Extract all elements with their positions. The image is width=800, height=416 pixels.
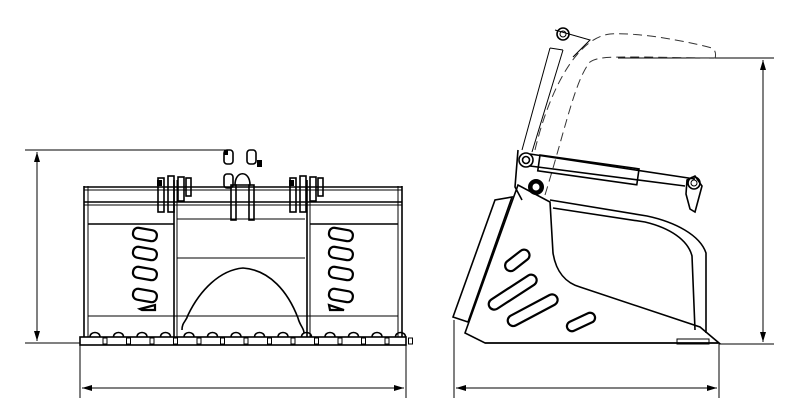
bucket-tooth bbox=[253, 331, 266, 338]
bucket-tooth bbox=[371, 331, 383, 338]
bucket-tooth bbox=[159, 331, 172, 338]
tooth-bolt bbox=[173, 337, 178, 345]
tooth-bolt bbox=[267, 337, 272, 345]
grapple-hinge-right bbox=[289, 175, 324, 213]
tooth-bolt bbox=[337, 337, 343, 345]
side-height-dimension bbox=[618, 57, 774, 345]
grapple-open-position bbox=[521, 27, 717, 196]
tooth-bolt bbox=[220, 337, 225, 345]
bucket-side-slots bbox=[487, 248, 597, 333]
tooth-bolt bbox=[102, 337, 108, 345]
front-height-dimension bbox=[25, 149, 228, 344]
tooth-bolt bbox=[149, 337, 155, 345]
tooth-bolt bbox=[408, 337, 413, 345]
bucket-tooth bbox=[89, 331, 101, 338]
bucket-side-body bbox=[451, 183, 722, 345]
side-slots-right bbox=[327, 226, 354, 312]
tooth-bolt bbox=[384, 337, 390, 345]
grapple-cylinder bbox=[514, 149, 703, 214]
tooth-bolt bbox=[126, 337, 131, 345]
front-view bbox=[25, 149, 413, 398]
tooth-bolt bbox=[196, 337, 202, 345]
bucket-tooth bbox=[277, 331, 289, 338]
side-depth-dimension bbox=[453, 320, 720, 398]
tooth-bolt bbox=[314, 337, 319, 345]
cylinder-mount-center bbox=[223, 149, 262, 221]
bucket-tooth bbox=[230, 331, 242, 338]
front-width-dimension bbox=[79, 345, 407, 398]
bucket-tooth bbox=[394, 331, 407, 338]
tooth-bolt bbox=[290, 337, 296, 345]
bucket-tooth bbox=[183, 331, 195, 338]
bucket-tooth bbox=[324, 331, 336, 338]
tooth-bolt bbox=[243, 337, 249, 345]
bucket-teeth bbox=[89, 331, 413, 345]
bucket-tooth bbox=[112, 331, 125, 338]
bucket-tooth bbox=[136, 331, 148, 338]
grapple-hinge-left bbox=[157, 175, 192, 213]
side-view bbox=[451, 27, 774, 398]
bucket-tooth bbox=[206, 331, 219, 338]
bucket-tooth bbox=[347, 331, 360, 338]
bucket-tooth bbox=[300, 331, 313, 338]
bucket-frame bbox=[79, 180, 407, 346]
tooth-bolt bbox=[361, 337, 366, 345]
side-slots-left bbox=[131, 226, 158, 312]
